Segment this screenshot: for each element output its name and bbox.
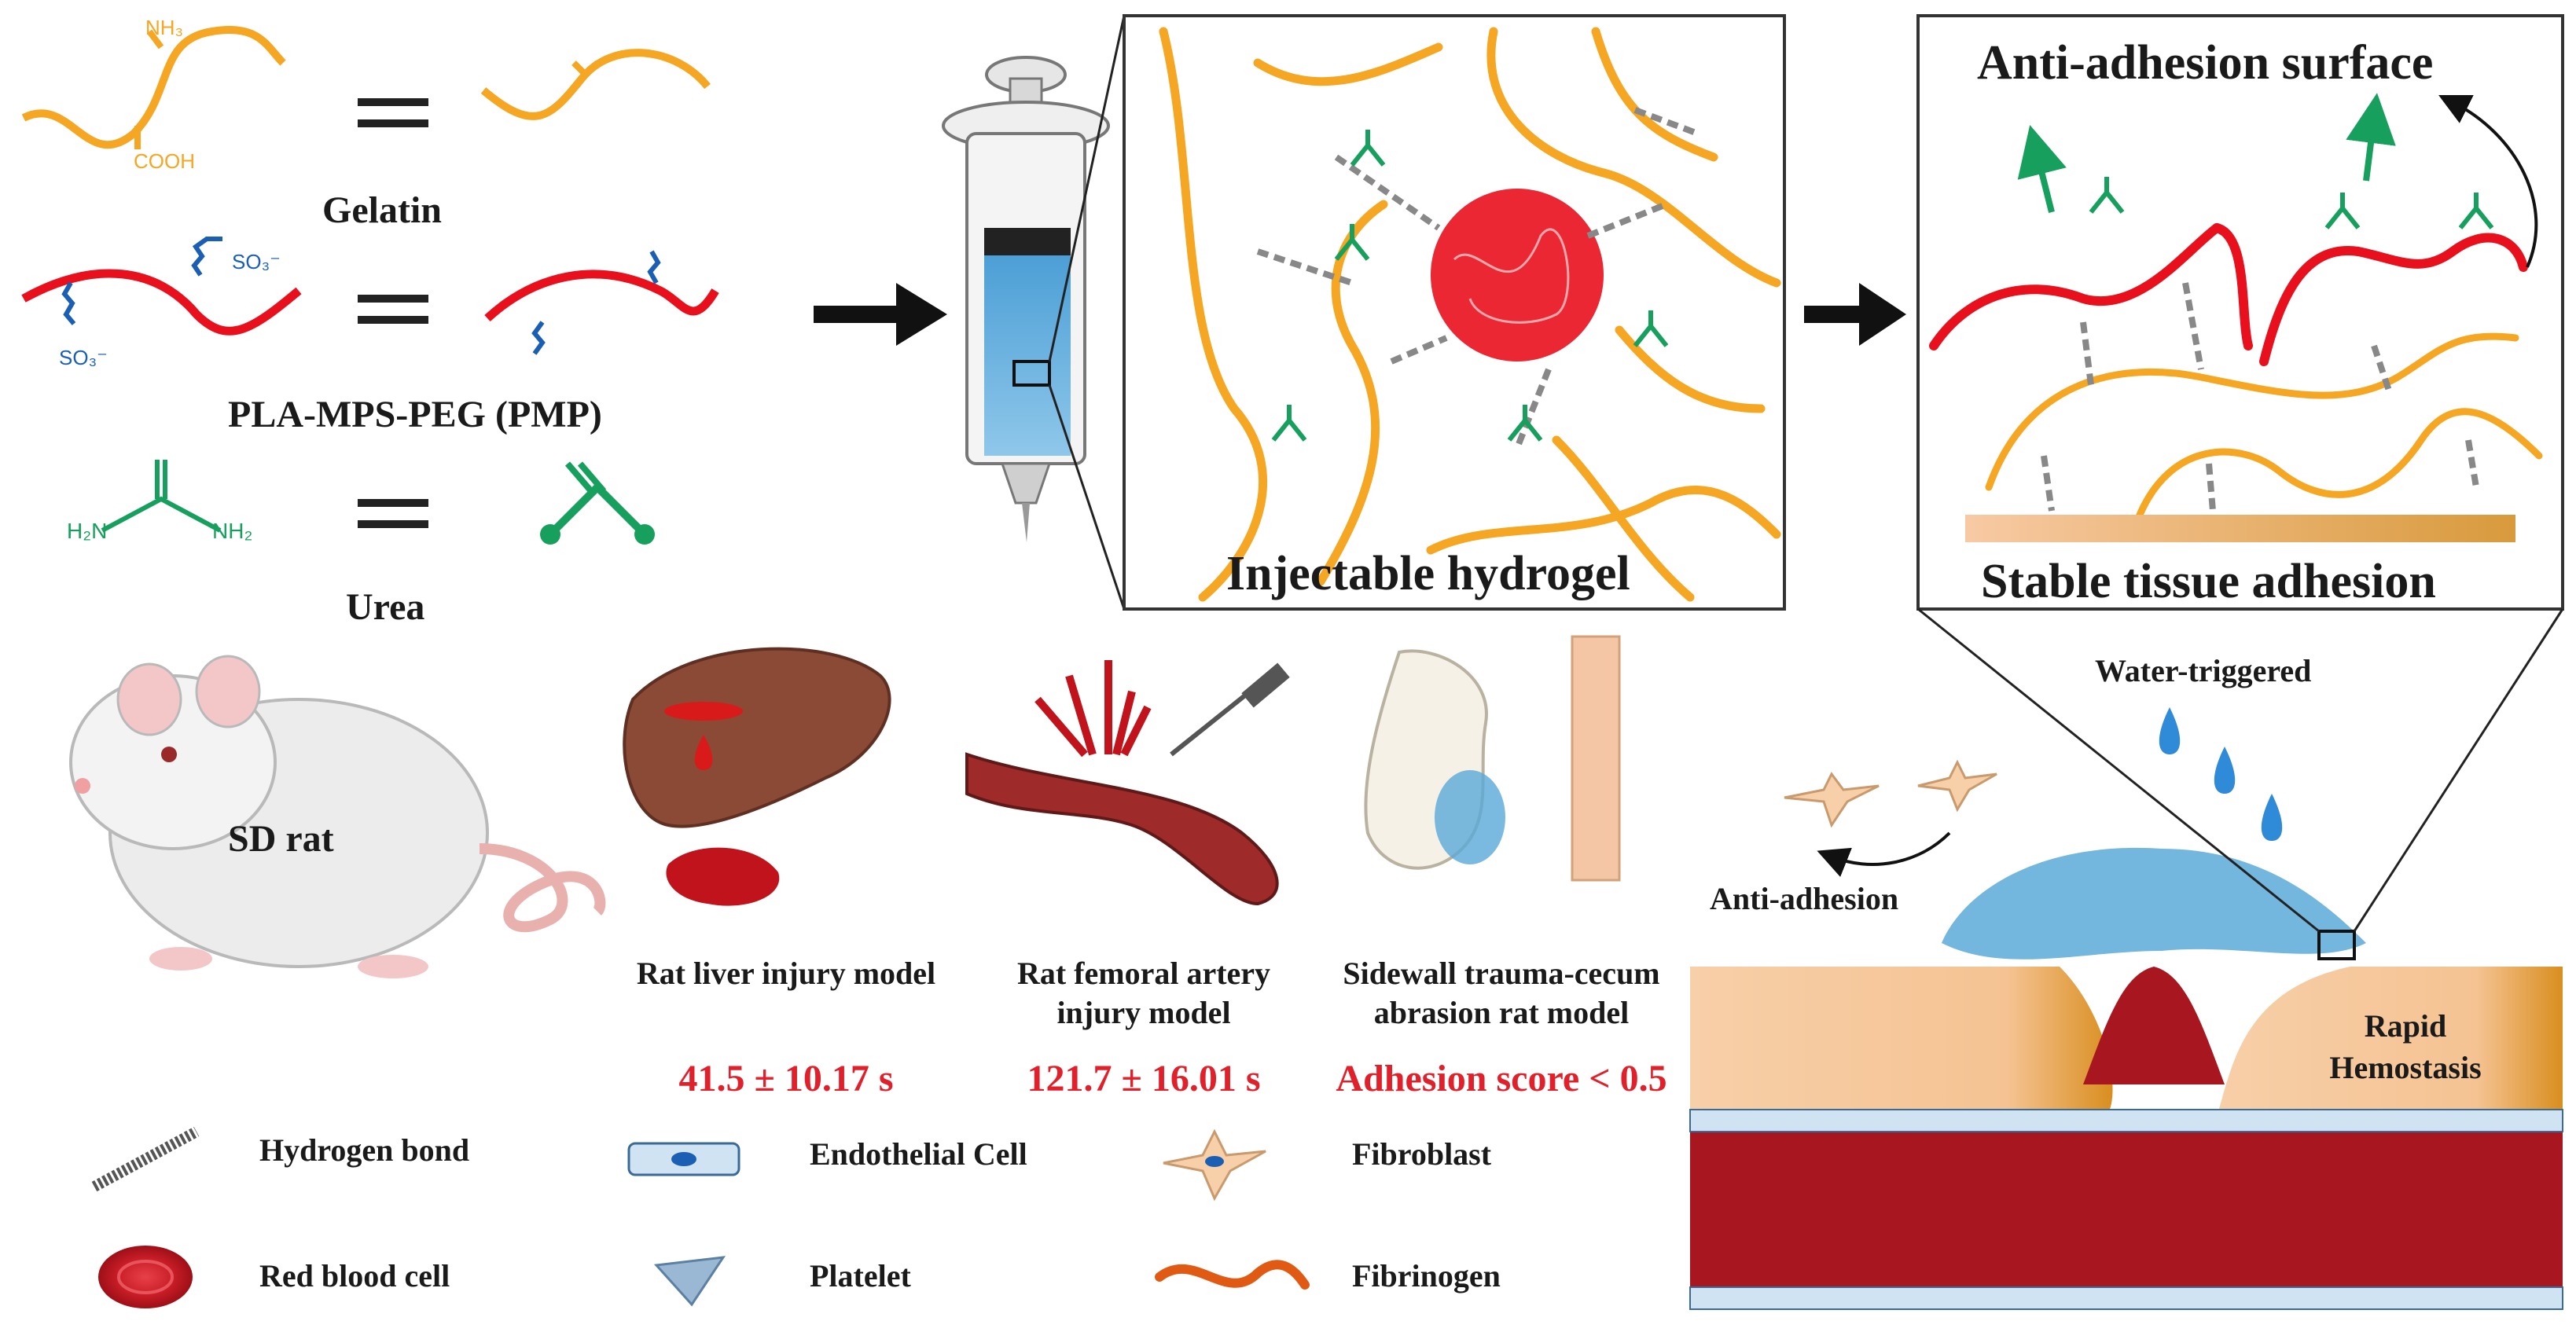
cecum-result: Adhesion score < 0.5 (1336, 1058, 1667, 1099)
urea-structure (101, 460, 655, 545)
tissue-strip (1965, 515, 2515, 542)
surface-network (1929, 223, 2543, 523)
legend-fibroblast-label: Fibroblast (1352, 1136, 1492, 1172)
sd-rat-illustration (69, 655, 606, 978)
urea-nh2-label: NH₂ (212, 519, 253, 543)
nanoparticle-icon (1431, 189, 1604, 361)
cecum-illustration (1364, 635, 1621, 882)
endothelial-cell-icon (627, 1142, 740, 1176)
artery-result: 121.7 ± 16.01 s (1027, 1058, 1261, 1099)
anti-adhesion-label: Anti-adhesion (1710, 881, 1899, 916)
hydrogen-bonds-gel (1256, 107, 1700, 450)
gelatin-structure (21, 26, 711, 149)
arrow-to-syringe-head (896, 283, 947, 346)
syringe-icon (942, 56, 1110, 542)
liver-illustration (623, 647, 891, 906)
zoom-line-top (1048, 15, 1126, 362)
fibroblast-icon (1163, 1128, 1266, 1202)
fibrinogen-icon (1155, 1260, 1310, 1290)
surface-panel-bottom-title: Stable tissue adhesion (1981, 555, 2436, 608)
legend-fibrinogen-label: Fibrinogen (1352, 1258, 1501, 1293)
legend-platelet-label: Platelet (810, 1258, 911, 1293)
released-urea (2017, 93, 2494, 229)
hemostasis-line1: Hemostasis (2329, 1050, 2482, 1085)
zoom-line-left (1917, 607, 2320, 933)
gelatin-nh3-label: NH₃ (145, 16, 184, 39)
pmp-so3-top-label: SO₃⁻ (232, 250, 281, 273)
cecum-caption-line1: Sidewall trauma-cecum (1343, 956, 1660, 991)
curved-release-arrow (2438, 95, 2538, 268)
wound-cross-section (1689, 847, 2563, 1310)
liver-caption: Rat liver injury model (636, 956, 936, 991)
femoral-artery-illustration (965, 660, 1290, 906)
hydrogen-bonds-surface (2041, 282, 2479, 512)
surface-panel-top-title: Anti-adhesion surface (1977, 36, 2434, 90)
artery-caption-line2: injury model (1056, 995, 1231, 1030)
pmp-label: PLA-MPS-PEG (PMP) (228, 394, 602, 435)
urea-molecules-gel (1271, 130, 1669, 442)
zoom-line-bottom (1048, 384, 1126, 610)
fibroblasts-migrating (1784, 759, 1997, 828)
water-drops (2159, 707, 2283, 841)
gelatin-cooh-label: COOH (134, 149, 195, 173)
urea-label: Urea (346, 586, 425, 628)
artery-caption-line1: Rat femoral artery (1016, 956, 1271, 991)
zoom-line-right (2353, 608, 2564, 932)
legend-hydrogen-bond-label: Hydrogen bond (259, 1132, 470, 1168)
arrow-to-surface-head (1859, 283, 1906, 346)
liver-result: 41.5 ± 10.17 s (678, 1058, 894, 1099)
hydrogel-panel-title: Injectable hydrogel (1226, 547, 1630, 600)
gelatin-label: Gelatin (322, 189, 442, 231)
water-triggered-label: Water-triggered (2095, 653, 2312, 688)
anti-adhesion-arrow (1817, 831, 1951, 877)
platelet-icon (653, 1256, 726, 1307)
hemostasis-line0: Rapid (2364, 1008, 2447, 1044)
sd-rat-label: SD rat (228, 818, 334, 860)
cecum-caption-line2: abrasion rat model (1373, 995, 1630, 1030)
pmp-structure (21, 237, 719, 355)
hydrogel-network (1159, 27, 1781, 602)
legend-endothelial-cell-label: Endothelial Cell (810, 1136, 1027, 1172)
legend-red-blood-cell-label: Red blood cell (259, 1258, 450, 1293)
pmp-so3-bottom-label: SO₃⁻ (59, 346, 108, 369)
red-blood-cell-icon (98, 1246, 193, 1308)
hydrogen-bond-icon (91, 1126, 200, 1192)
urea-h2n-label: H₂N (67, 519, 108, 543)
